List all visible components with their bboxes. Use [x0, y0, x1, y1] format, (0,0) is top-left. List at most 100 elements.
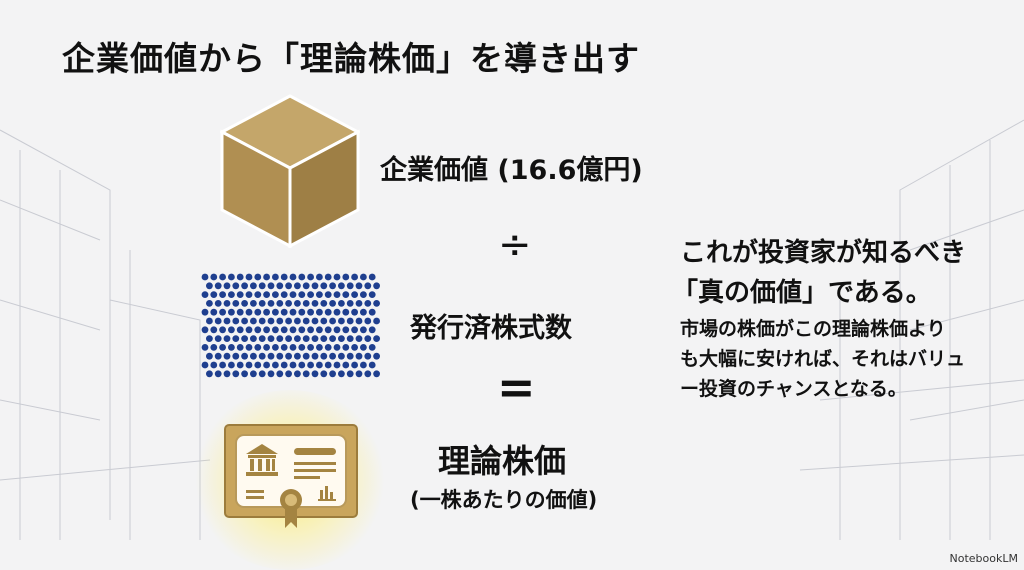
share-dot — [289, 326, 297, 334]
share-dot — [254, 273, 262, 281]
note-heading-line2: 「真の価値」である。 — [672, 278, 932, 308]
share-dot — [333, 326, 341, 334]
share-dot — [346, 300, 354, 307]
share-dot — [329, 282, 336, 290]
share-dot — [258, 352, 266, 360]
share-dot — [360, 291, 367, 298]
share-dot — [298, 273, 306, 281]
share-dot — [232, 335, 240, 342]
share-dot — [324, 361, 332, 369]
note-body-line1: 市場の株価がこの理論株価より — [680, 318, 946, 340]
share-dot — [302, 335, 310, 342]
share-dot — [302, 370, 310, 378]
divide-symbol: ÷ — [498, 222, 532, 268]
share-dot — [250, 352, 257, 360]
share-dot — [316, 291, 323, 298]
notebooklm-logo: NotebookLM — [949, 552, 1018, 565]
share-dot — [214, 317, 222, 325]
share-dot — [360, 344, 367, 351]
share-dot — [307, 326, 314, 334]
share-dot — [232, 370, 240, 378]
share-dot — [351, 326, 358, 334]
share-dot — [201, 361, 209, 369]
share-dot — [338, 300, 345, 307]
share-dot — [254, 344, 262, 351]
share-dot — [320, 282, 328, 290]
share-dot — [280, 308, 288, 316]
share-dot — [219, 344, 226, 351]
share-dot — [364, 317, 372, 325]
share-dot — [355, 335, 363, 342]
share-dot — [276, 352, 284, 360]
share-dot — [267, 370, 275, 378]
share-dot — [276, 282, 284, 290]
share-dot — [320, 370, 328, 378]
share-dot — [355, 317, 363, 325]
share-dot — [351, 273, 358, 281]
share-dot — [364, 282, 372, 290]
share-dot — [333, 361, 341, 369]
share-dot — [263, 273, 270, 281]
share-dot — [236, 344, 244, 351]
share-dot — [232, 317, 240, 325]
note-heading-line1: これが投資家が知るべき — [680, 238, 967, 268]
share-dot — [364, 352, 372, 360]
share-dot — [364, 370, 372, 378]
share-dot — [201, 326, 209, 334]
share-dot — [267, 317, 275, 325]
share-dot — [360, 326, 367, 334]
share-dot — [206, 352, 213, 360]
shares-outstanding-label: 発行済株式数 — [410, 313, 572, 344]
share-dot — [368, 308, 376, 316]
share-dot — [280, 361, 288, 369]
share-dot — [368, 326, 376, 334]
share-dot — [333, 308, 341, 316]
share-dot — [219, 308, 226, 316]
share-dot — [210, 291, 218, 298]
share-dot — [250, 370, 257, 378]
theoretical-price-label: 理論株価 — [438, 442, 567, 480]
share-dot — [338, 352, 345, 360]
share-dot — [333, 291, 341, 298]
share-dot — [329, 335, 336, 342]
share-dot — [236, 291, 244, 298]
share-dot — [214, 352, 222, 360]
share-dot — [206, 300, 213, 307]
share-dot — [355, 352, 363, 360]
share-dot — [338, 335, 345, 342]
equals-symbol: = — [497, 360, 536, 414]
share-dot — [346, 335, 354, 342]
share-dot — [294, 300, 301, 307]
share-dot — [223, 370, 231, 378]
share-dot — [214, 300, 222, 307]
share-dot — [250, 317, 257, 325]
share-dot — [373, 282, 380, 290]
share-dot — [241, 335, 248, 342]
share-dot — [250, 282, 257, 290]
share-dot — [324, 273, 332, 281]
share-dot — [241, 352, 248, 360]
share-dot — [267, 300, 275, 307]
share-dot — [307, 308, 314, 316]
share-dot — [223, 282, 231, 290]
share-dot — [232, 282, 240, 290]
share-dot — [214, 370, 222, 378]
share-dot — [241, 370, 248, 378]
share-dot — [263, 344, 270, 351]
share-dot — [294, 317, 301, 325]
share-dot — [364, 335, 372, 342]
share-dot — [355, 300, 363, 307]
share-dot — [373, 370, 380, 378]
share-dot — [289, 361, 297, 369]
share-dot — [342, 326, 350, 334]
share-dot — [346, 370, 354, 378]
share-dot — [311, 300, 319, 307]
share-dot — [272, 326, 279, 334]
share-dot — [311, 370, 319, 378]
share-dot — [276, 317, 284, 325]
share-dot — [272, 344, 279, 351]
share-dot — [338, 282, 345, 290]
share-dot — [263, 308, 270, 316]
share-dot — [338, 370, 345, 378]
